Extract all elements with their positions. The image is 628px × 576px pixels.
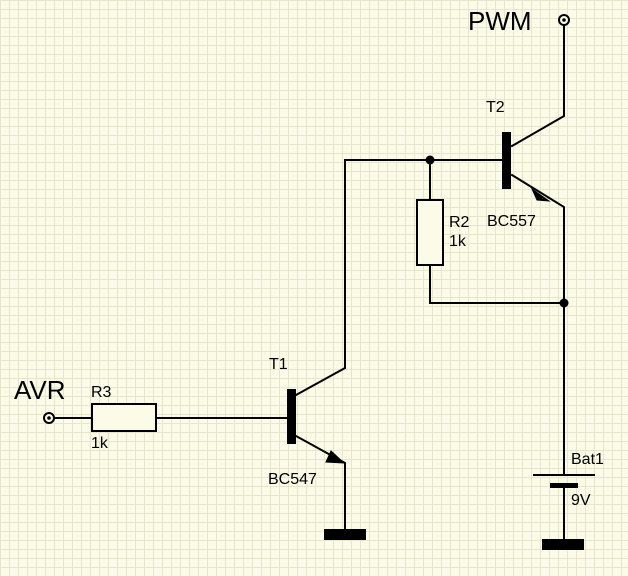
wire-t1-collector (294, 159, 346, 397)
resistor-r2[interactable] (416, 199, 444, 266)
t1-model-label: BC547 (268, 471, 317, 488)
r3-value-label: 1k (91, 435, 109, 452)
ground-symbol-t1 (324, 529, 366, 540)
bat1-value-label: 9V (571, 492, 591, 509)
t2-base-bar (502, 132, 511, 189)
pwm-port-label: PWM (468, 6, 532, 36)
t1-emitter-arrow (325, 450, 346, 464)
transistor-t1[interactable] (287, 389, 346, 464)
wire-t1-emitter (294, 434, 346, 531)
wire-pwm-to-t2-collector (510, 25, 565, 148)
bat1-ref-label: Bat1 (571, 451, 604, 468)
battery-plate-short (550, 483, 578, 488)
t2-emitter-arrow (530, 187, 551, 202)
avr-port-label: AVR (14, 375, 66, 405)
avr-terminal-dot (47, 416, 51, 420)
transistor-t2[interactable] (502, 132, 551, 202)
wires (54, 25, 565, 541)
wire-t2-emitter (510, 173, 565, 476)
pwm-terminal-dot (562, 18, 566, 22)
t2-ref-label: T2 (486, 99, 505, 116)
junction-dot-right (559, 298, 569, 308)
r2-value-label: 1k (449, 233, 467, 250)
port-pwm[interactable] (558, 14, 570, 26)
t2-model-label: BC557 (487, 213, 536, 230)
resistor-r3[interactable] (91, 403, 157, 432)
wire-r2-to-emitter-node (429, 264, 565, 304)
t1-ref-label: T1 (269, 356, 288, 373)
r3-ref-label: R3 (91, 384, 112, 401)
ground-symbol-battery (542, 539, 584, 550)
battery-bat1[interactable] (533, 474, 595, 488)
junction-dot-top (425, 155, 435, 165)
r2-ref-label: R2 (449, 214, 470, 231)
port-avr[interactable] (43, 412, 55, 424)
t1-base-bar (287, 389, 296, 444)
